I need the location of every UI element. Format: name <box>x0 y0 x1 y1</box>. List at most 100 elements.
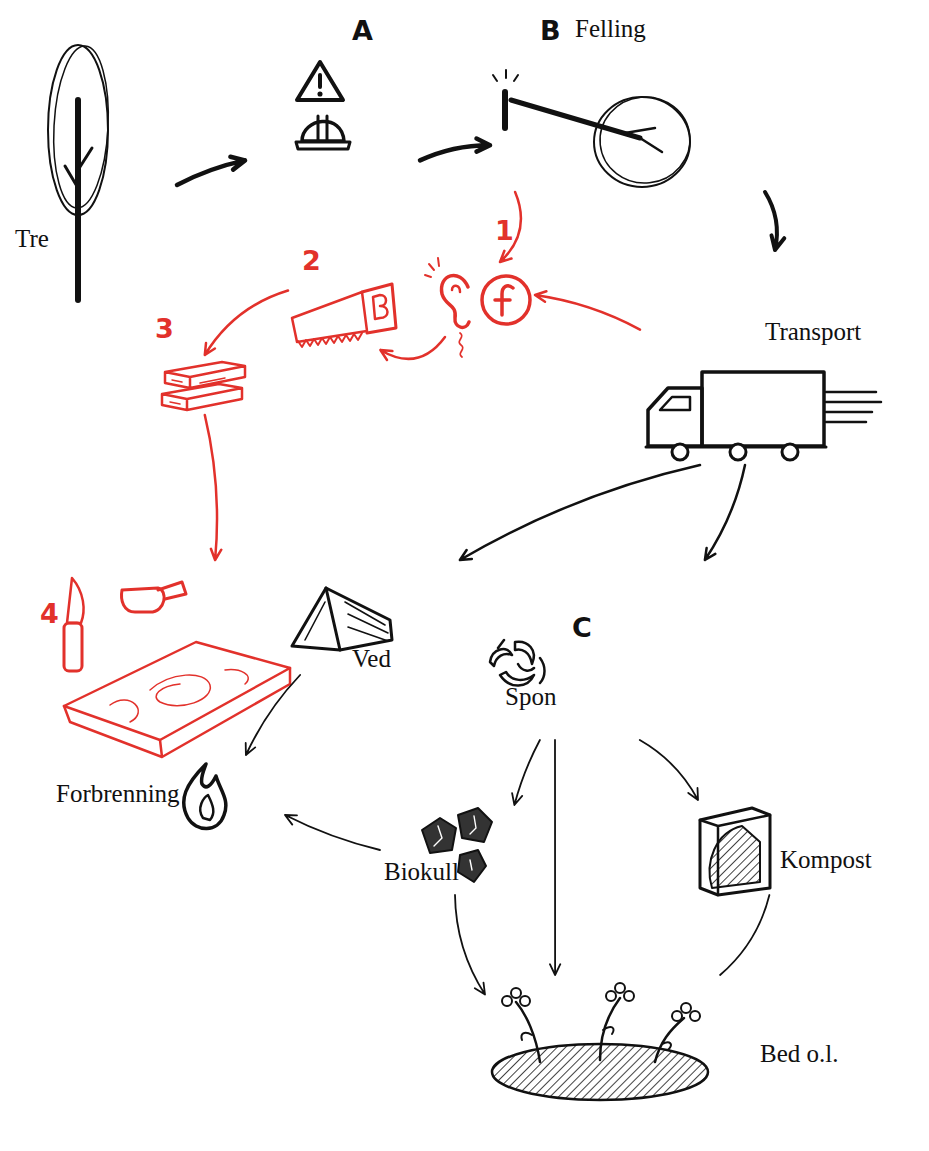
icon-node: Transport <box>640 250 890 465</box>
icon-node: 4 <box>55 560 295 775</box>
cup-handle <box>158 582 186 599</box>
f-mark <box>495 286 513 315</box>
section-letter: C <box>572 612 592 643</box>
saw-blade <box>292 292 367 342</box>
callout-number: 4 <box>40 598 59 629</box>
felled-tree-icon <box>493 70 694 187</box>
plank-grain <box>170 378 225 404</box>
flowerbed-icon <box>492 983 708 1100</box>
plank <box>165 362 245 388</box>
icon-node: Ved <box>288 560 468 675</box>
char-piece <box>422 818 456 853</box>
chips-icon <box>490 640 545 686</box>
warning-dot <box>318 92 322 96</box>
plank <box>162 384 242 410</box>
flow-arrow <box>246 675 300 755</box>
ear <box>442 275 469 327</box>
fallen-crown <box>594 97 690 187</box>
planks-icon <box>162 362 245 410</box>
compost-icon <box>700 808 770 895</box>
node-label: Biokull <box>384 858 459 886</box>
flow-arrow <box>640 740 698 800</box>
truck-wheel <box>672 444 688 460</box>
node-label: Bed o.l. <box>760 1040 838 1068</box>
saw-icon <box>292 284 396 347</box>
icon-node: 2 <box>288 280 398 350</box>
chip <box>498 640 545 683</box>
helmet-ridge <box>318 116 327 140</box>
flame-icon <box>184 764 226 829</box>
truck-cab <box>648 388 702 446</box>
petal <box>511 988 521 998</box>
tree-icon <box>48 45 112 300</box>
icon-node: Bed o.l. <box>485 975 860 1090</box>
node-label: Ved <box>352 645 391 673</box>
compost-bin <box>700 808 770 895</box>
stump <box>502 92 508 128</box>
log-grain <box>305 602 388 641</box>
truck-box <box>702 372 824 446</box>
board-edge <box>64 668 290 757</box>
flame <box>184 764 226 829</box>
safety-icon <box>296 62 350 149</box>
node-label: Kompost <box>780 846 872 874</box>
saw-teeth <box>298 333 362 347</box>
saw-handle <box>362 284 396 333</box>
flow-arrow <box>177 157 245 185</box>
icon-node: Kompost <box>698 795 868 895</box>
node-label: Spon <box>505 683 556 711</box>
icon-node: 3 <box>158 355 248 415</box>
truck-wheel <box>782 444 798 460</box>
flame-inner <box>200 795 213 820</box>
flow-arrow <box>380 337 445 360</box>
warning-mark <box>318 75 322 87</box>
ear-icon <box>425 258 530 357</box>
board-grain <box>110 670 248 722</box>
flow-arrow <box>205 415 222 560</box>
fallen-crown <box>596 93 694 188</box>
fallen-branch <box>625 128 662 152</box>
flow-arrow <box>205 291 288 356</box>
icon-node: Tre <box>12 40 177 305</box>
icon-node: Spon <box>480 560 715 740</box>
saw-grip <box>373 295 388 319</box>
log-edge <box>326 588 340 650</box>
truck-logs <box>826 392 881 422</box>
flow-arrow <box>535 291 640 329</box>
ear-inner <box>452 286 460 292</box>
flow-arrow <box>512 740 540 805</box>
flow-arrow <box>285 815 380 850</box>
callout-number: 3 <box>155 313 174 344</box>
tree-trunk <box>75 100 81 300</box>
helmet-brim <box>296 142 350 149</box>
truck-window <box>660 397 690 410</box>
flow-arrow <box>460 465 700 560</box>
flower <box>502 983 700 1021</box>
section-letter: B <box>540 15 561 46</box>
warning-triangle <box>297 62 343 100</box>
node-label: Forbrenning <box>56 780 180 808</box>
truck-wheel <box>730 444 746 460</box>
ear-cord <box>459 333 463 357</box>
callout-number: 2 <box>302 245 321 276</box>
icon-node: A <box>245 10 420 170</box>
helmet-dome <box>302 121 344 141</box>
flow-arrow <box>705 465 745 560</box>
fallen-trunk <box>511 100 640 138</box>
node-label: Transport <box>765 318 861 346</box>
compost-bin-edge <box>700 815 770 895</box>
char-piece <box>458 850 486 882</box>
petal <box>681 1003 691 1013</box>
log <box>292 588 392 650</box>
petal <box>520 996 530 1006</box>
flow-arrow <box>550 740 560 975</box>
icon-node: BFelling <box>490 12 775 192</box>
f-circle <box>482 276 530 324</box>
section-letter: A <box>352 15 373 46</box>
stem <box>516 998 684 1062</box>
board-top <box>64 642 290 740</box>
icon-node: Forbrenning <box>55 755 285 835</box>
